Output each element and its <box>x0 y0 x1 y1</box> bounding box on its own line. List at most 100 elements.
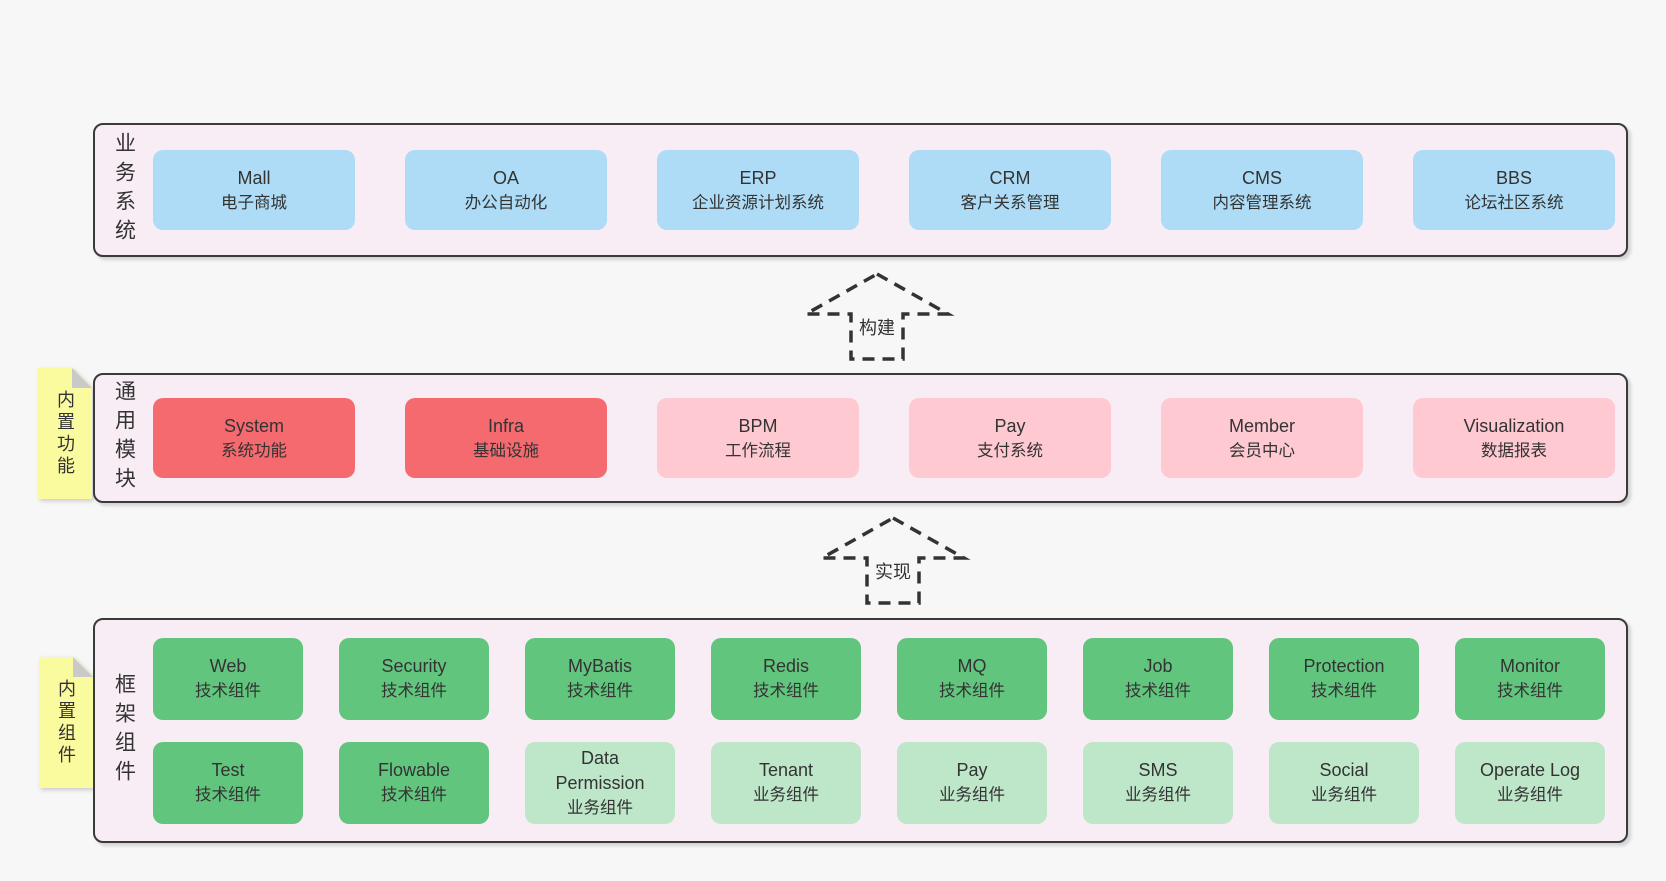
box-visualization-desc: 数据报表 <box>1481 441 1547 460</box>
box-operate-log-desc: 业务组件 <box>1497 786 1563 804</box>
box-member-desc: 会员中心 <box>1229 441 1295 460</box>
box-operate-log-name: Operate Log <box>1479 760 1581 780</box>
folded-corner-icon <box>73 657 93 677</box>
note-built-in-components: 内置组件 <box>39 657 93 788</box>
box-pay-component: Pay 业务组件 <box>897 741 1047 824</box>
box-social-name: Social <box>1319 760 1369 780</box>
box-bbs-name: BBS <box>1495 167 1533 188</box>
box-infra: Infra 基础设施 <box>405 398 607 478</box>
box-sms-desc: 业务组件 <box>1125 786 1191 804</box>
arrow-build-label: 构建 <box>856 314 898 340</box>
arrow-build: 构建 <box>799 271 955 362</box>
box-infra-desc: 基础设施 <box>473 441 539 460</box>
framework-boxes-grid: Web 技术组件 Security 技术组件 MyBatis 技术组件 Redi… <box>153 637 1605 824</box>
panel-business-label: 业务系统 <box>112 132 136 248</box>
box-monitor-name: Monitor <box>1499 656 1561 676</box>
box-member-name: Member <box>1228 415 1295 436</box>
box-web: Web 技术组件 <box>153 637 303 720</box>
box-mq: MQ 技术组件 <box>897 637 1047 720</box>
box-visualization: Visualization 数据报表 <box>1413 398 1615 478</box>
box-operate-log: Operate Log 业务组件 <box>1455 741 1605 824</box>
box-bbs-desc: 论坛社区系统 <box>1464 193 1564 212</box>
box-protection-name: Protection <box>1303 656 1385 676</box>
box-bbs: BBS 论坛社区系统 <box>1413 150 1615 230</box>
box-security-desc: 技术组件 <box>381 682 447 700</box>
note-built-in-features: 内置功能 <box>38 368 92 499</box>
box-tenant-desc: 业务组件 <box>753 786 819 804</box>
box-redis-desc: 技术组件 <box>753 682 819 700</box>
box-data-permission-desc: 业务组件 <box>567 798 633 817</box>
box-monitor-desc: 技术组件 <box>1497 682 1563 700</box>
box-member: Member 会员中心 <box>1161 398 1363 478</box>
box-pay-component-name: Pay <box>956 760 988 780</box>
panel-framework-components: 框架组件 Web 技术组件 Security 技术组件 MyBatis 技术组件… <box>93 618 1628 843</box>
box-redis: Redis 技术组件 <box>711 637 861 720</box>
box-job: Job 技术组件 <box>1083 637 1233 720</box>
business-boxes-row: Mall 电子商城 OA 办公自动化 ERP 企业资源计划系统 CRM 客户关系… <box>153 150 1615 230</box>
panel-framework-label-column: 框架组件 <box>95 673 153 789</box>
box-web-name: Web <box>209 656 247 676</box>
box-bpm-desc: 工作流程 <box>725 441 791 460</box>
panel-modules-label: 通用模块 <box>112 380 136 496</box>
box-erp: ERP 企业资源计划系统 <box>657 150 859 230</box>
box-sms-name: SMS <box>1138 760 1178 780</box>
panel-modules-label-column: 通用模块 <box>95 380 153 496</box>
box-pay-module-name: Pay <box>994 415 1026 436</box>
box-system: System 系统功能 <box>153 398 355 478</box>
box-data-permission-name: Data Permission <box>555 747 645 793</box>
box-sms: SMS 业务组件 <box>1083 741 1233 824</box>
panel-framework-label: 框架组件 <box>112 672 136 789</box>
box-flowable-name: Flowable <box>377 760 451 780</box>
box-system-name: System <box>223 415 284 436</box>
box-monitor: Monitor 技术组件 <box>1455 637 1605 720</box>
note-built-in-components-label: 内置组件 <box>56 678 76 767</box>
panel-common-modules: 通用模块 System 系统功能 Infra 基础设施 BPM 工作流程 Pay… <box>93 373 1628 503</box>
box-pay-component-desc: 业务组件 <box>939 786 1005 804</box>
box-oa: OA 办公自动化 <box>405 150 607 230</box>
box-protection-desc: 技术组件 <box>1311 682 1377 700</box>
arrow-implement-label: 实现 <box>872 558 914 584</box>
up-arrow-icon <box>815 515 971 605</box>
box-tenant: Tenant 业务组件 <box>711 741 861 824</box>
box-visualization-name: Visualization <box>1463 415 1565 436</box>
up-arrow-icon <box>799 271 955 361</box>
box-crm-name: CRM <box>989 167 1031 188</box>
box-mall-name: Mall <box>237 167 271 188</box>
box-mq-name: MQ <box>957 656 987 676</box>
folded-corner-icon <box>72 368 92 388</box>
box-pay-module-desc: 支付系统 <box>977 441 1043 460</box>
box-mall-desc: 电子商城 <box>221 193 287 212</box>
box-tenant-name: Tenant <box>758 760 814 780</box>
box-cms-desc: 内容管理系统 <box>1212 193 1312 212</box>
box-mybatis: MyBatis 技术组件 <box>525 637 675 720</box>
box-job-name: Job <box>1143 656 1173 676</box>
box-security: Security 技术组件 <box>339 637 489 720</box>
box-mybatis-desc: 技术组件 <box>567 682 633 700</box>
box-infra-name: Infra <box>487 415 525 436</box>
box-crm: CRM 客户关系管理 <box>909 150 1111 230</box>
box-system-desc: 系统功能 <box>221 441 287 460</box>
box-flowable-desc: 技术组件 <box>381 786 447 804</box>
panel-business-systems: 业务系统 Mall 电子商城 OA 办公自动化 ERP 企业资源计划系统 CRM… <box>93 123 1628 257</box>
box-bpm-name: BPM <box>738 415 778 436</box>
box-test-desc: 技术组件 <box>195 786 261 804</box>
box-mall: Mall 电子商城 <box>153 150 355 230</box>
box-mybatis-name: MyBatis <box>567 656 632 676</box>
box-bpm: BPM 工作流程 <box>657 398 859 478</box>
box-redis-name: Redis <box>762 656 810 676</box>
box-social-desc: 业务组件 <box>1311 786 1377 804</box>
box-mq-desc: 技术组件 <box>939 682 1005 700</box>
box-oa-desc: 办公自动化 <box>464 193 548 212</box>
box-test-name: Test <box>211 760 245 780</box>
box-security-name: Security <box>381 656 447 676</box>
note-built-in-features-label: 内置功能 <box>55 389 75 478</box>
box-test: Test 技术组件 <box>153 741 303 824</box>
box-cms: CMS 内容管理系统 <box>1161 150 1363 230</box>
arrow-implement: 实现 <box>815 515 971 606</box>
modules-boxes-row: System 系统功能 Infra 基础设施 BPM 工作流程 Pay 支付系统… <box>153 398 1615 478</box>
panel-business-label-column: 业务系统 <box>95 132 153 248</box>
box-erp-desc: 企业资源计划系统 <box>692 193 824 212</box>
box-crm-desc: 客户关系管理 <box>960 193 1060 212</box>
box-cms-name: CMS <box>1242 167 1282 188</box>
